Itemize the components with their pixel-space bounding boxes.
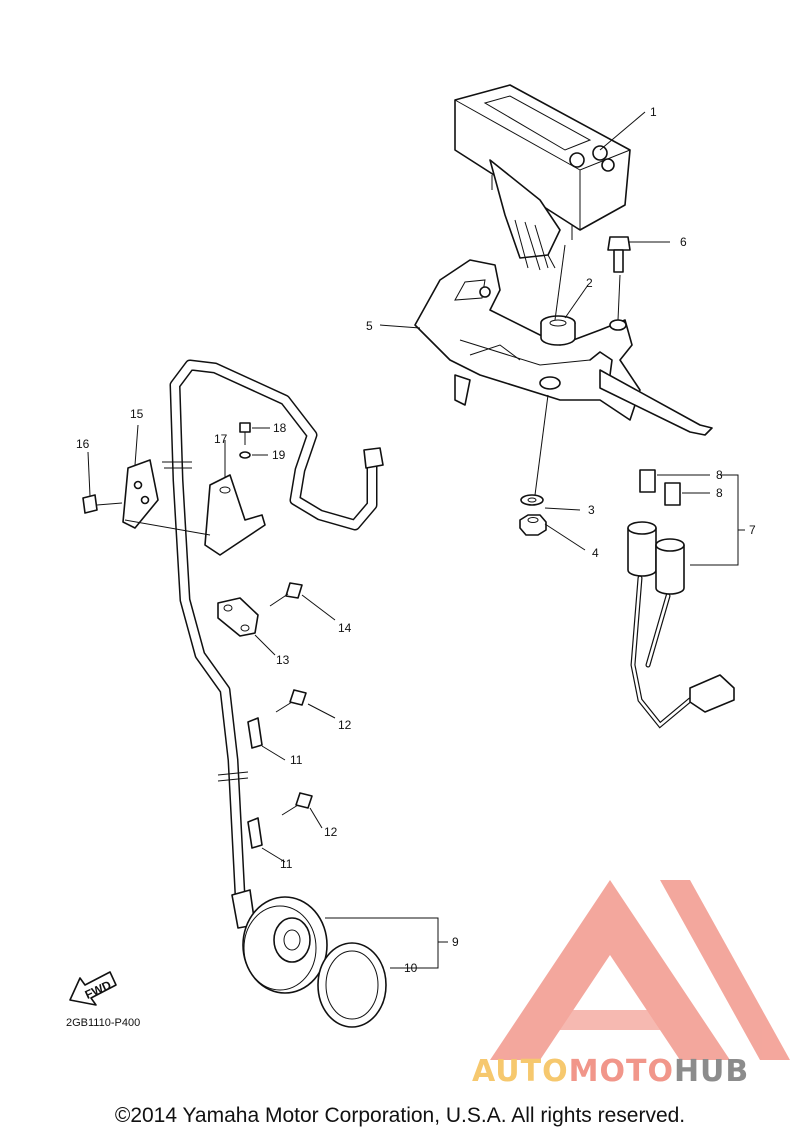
callout-5: 5 bbox=[366, 319, 373, 333]
callout-18: 18 bbox=[273, 421, 287, 435]
meter-cable bbox=[162, 359, 384, 901]
callout-14: 14 bbox=[338, 621, 352, 635]
callout-9: 9 bbox=[452, 935, 459, 949]
callout-12a: 12 bbox=[338, 718, 352, 732]
meter-bracket bbox=[414, 259, 713, 436]
callout-7: 7 bbox=[749, 523, 756, 537]
callout-15: 15 bbox=[130, 407, 144, 421]
gear-unit bbox=[231, 889, 387, 1028]
callout-11a: 11 bbox=[290, 753, 303, 767]
cable-guide-13-14 bbox=[217, 582, 303, 637]
callout-13: 13 bbox=[276, 653, 290, 667]
callout-12b: 12 bbox=[324, 825, 338, 839]
callout-6: 6 bbox=[680, 235, 687, 249]
callout-17: 17 bbox=[214, 432, 228, 446]
watermark-logo-icon bbox=[490, 880, 790, 1060]
fwd-label: FWD bbox=[83, 978, 114, 1002]
diagram-part-code: 2GB1110-P400 bbox=[66, 1017, 141, 1029]
watermark-moto: MOTO bbox=[568, 1054, 674, 1089]
callout-8b: 8 bbox=[716, 486, 723, 500]
callout-16: 16 bbox=[76, 437, 90, 451]
callout-11b: 11 bbox=[280, 857, 293, 871]
clamps-11-12 bbox=[247, 689, 313, 849]
callout-19: 19 bbox=[272, 448, 286, 462]
leader-lines bbox=[87, 111, 745, 969]
fwd-arrow-icon bbox=[69, 971, 117, 1006]
callout-10: 10 bbox=[404, 961, 418, 975]
callout-labels: 1 2 3 4 5 6 7 8 8 9 10 11 11 12 12 13 14… bbox=[76, 105, 756, 975]
watermark-hub: HUB bbox=[673, 1054, 750, 1089]
callout-1: 1 bbox=[650, 105, 657, 119]
cable-stays bbox=[82, 422, 266, 556]
grommet bbox=[540, 315, 576, 346]
bulb-socket-harness bbox=[627, 469, 735, 729]
copyright-notice: ©2014 Yamaha Motor Corporation, U.S.A. A… bbox=[114, 1104, 686, 1127]
callout-8a: 8 bbox=[716, 468, 723, 482]
washer-nut bbox=[519, 494, 547, 536]
meter-assembly bbox=[454, 84, 631, 271]
bolt-6 bbox=[607, 236, 631, 273]
callout-2: 2 bbox=[586, 276, 593, 290]
callout-3: 3 bbox=[588, 503, 595, 517]
watermark-text: AUTOMOTOHUB bbox=[472, 1054, 749, 1089]
callout-4: 4 bbox=[592, 546, 599, 560]
watermark-auto: AUTO bbox=[472, 1054, 569, 1089]
